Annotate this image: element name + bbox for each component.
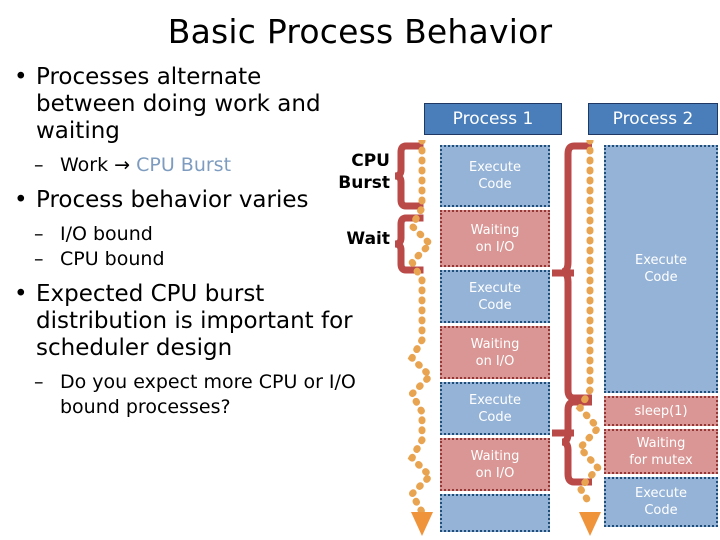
bullet-list: • Processes alternate between doing work… <box>6 64 356 420</box>
bullet-dot-icon: • <box>14 64 28 90</box>
process-block-wait: Waiting on I/O <box>440 210 550 267</box>
process-block-exec: Execute Code <box>604 145 718 393</box>
process-block-label: Waiting on I/O <box>470 222 520 255</box>
cpu-burst-brace <box>392 142 424 210</box>
bullet-dot-icon: • <box>14 281 28 307</box>
process-2-header: Process 2 <box>588 103 718 135</box>
sub-bullet-dash-icon: – <box>34 154 44 176</box>
process-block-exec <box>440 494 550 532</box>
process-block-label: Waiting on I/O <box>470 336 520 369</box>
process2-lower-brace <box>560 398 592 486</box>
sub-bullet-dash-icon: – <box>34 248 44 270</box>
right-arrow-icon: → <box>114 154 131 176</box>
page-title: Basic Process Behavior <box>167 12 553 51</box>
bullet-item-4: – I/O bound <box>6 222 356 247</box>
bullet-item-3-label: Process behavior varies <box>36 187 309 213</box>
bullet-item-6-label: Expected CPU burst distribution is impor… <box>36 281 353 361</box>
process1-connector-stub-2 <box>552 428 574 438</box>
process-block-label: sleep(1) <box>634 403 688 419</box>
bullet-item-5-label: CPU bound <box>60 248 165 270</box>
bullet-item-2-accent: CPU Burst <box>130 154 232 176</box>
process-block-exec: Execute Code <box>440 382 550 435</box>
process-block-wait: sleep(1) <box>604 396 718 426</box>
spacer <box>6 272 356 281</box>
sub-bullet-dash-icon: – <box>34 371 44 393</box>
process-block-exec: Execute Code <box>604 477 718 527</box>
process-block-label: Execute Code <box>469 392 521 425</box>
process-1-header: Process 1 <box>424 103 562 135</box>
sub-bullet-dash-icon: – <box>34 223 44 245</box>
process-block-exec: Execute Code <box>440 145 550 207</box>
process-block-label: Execute Code <box>635 486 687 518</box>
bullet-item-2: – Work → CPU Burst <box>6 153 356 178</box>
process1-connector-stub-1 <box>552 268 574 278</box>
process-block-label: Waiting for mutex <box>629 435 693 468</box>
process-block-wait: Waiting on I/O <box>440 438 550 491</box>
bullet-item-7-label: Do you expect more CPU or I/O bound proc… <box>60 371 356 418</box>
cpu-burst-label-line1: CPU <box>351 151 390 171</box>
bullet-item-1: • Processes alternate between doing work… <box>6 64 356 145</box>
bullet-dot-icon: • <box>14 187 28 213</box>
process-block-label: Execute Code <box>469 280 521 313</box>
wait-label: Wait <box>346 229 390 249</box>
bullet-item-6: • Expected CPU burst distribution is imp… <box>6 281 356 362</box>
process-block-label: Waiting on I/O <box>470 448 520 481</box>
cpu-burst-label-line2: Burst <box>338 173 390 193</box>
process-block-exec: Execute Code <box>440 270 550 323</box>
process-block-label: Execute Code <box>469 160 521 192</box>
bullet-item-3: • Process behavior varies <box>6 187 356 214</box>
process-block-wait: Waiting for mutex <box>604 429 718 474</box>
bullet-item-1-label: Processes alternate between doing work a… <box>36 64 321 144</box>
bullet-item-4-label: I/O bound <box>60 223 153 245</box>
process-block-label: Execute Code <box>635 253 687 285</box>
cpu-burst-label: CPU Burst <box>300 150 390 194</box>
process-block-wait: Waiting on I/O <box>440 326 550 379</box>
bullet-item-2-pre: Work <box>60 154 115 176</box>
wait-brace <box>392 214 424 274</box>
bullet-item-5: – CPU bound <box>6 247 356 272</box>
bullet-item-7: – Do you expect more CPU or I/O bound pr… <box>6 370 356 420</box>
